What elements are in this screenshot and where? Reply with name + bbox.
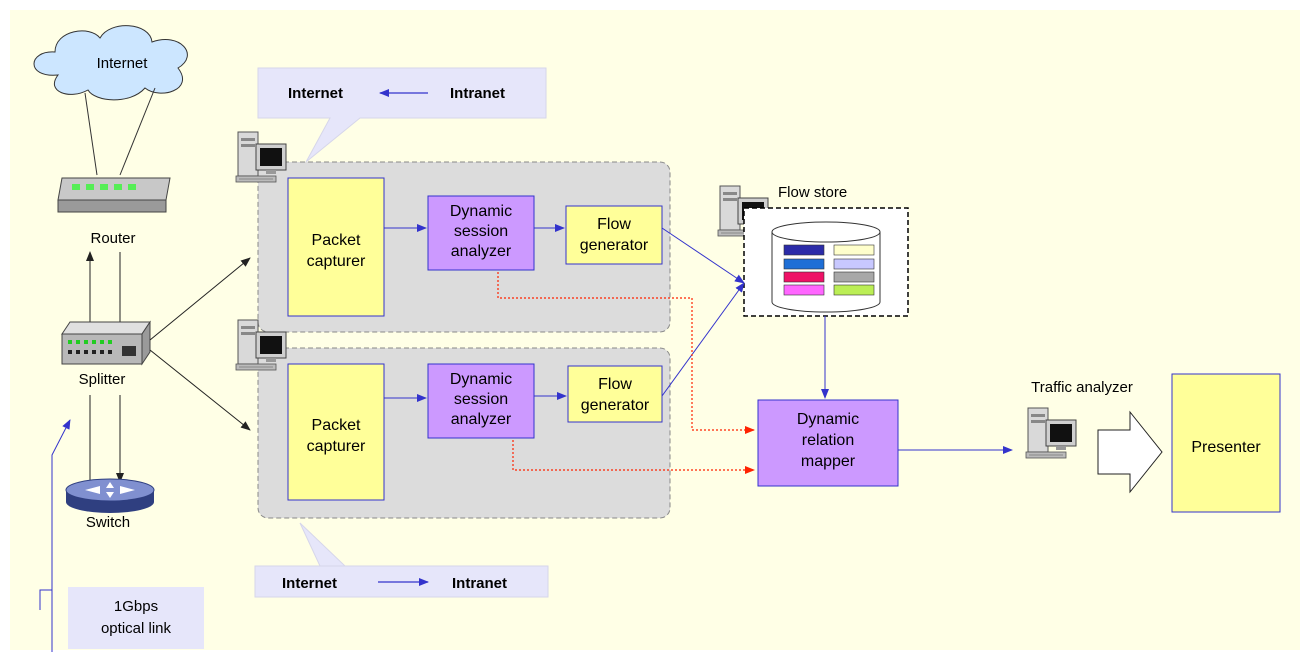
presenter-box: [1171, 373, 1281, 513]
switch-label: Switch: [86, 514, 130, 531]
cloud-icon: [33, 25, 188, 101]
cloud-router-line-right: [119, 87, 156, 176]
splitter-to-pipeline2-arrow: [149, 349, 251, 431]
session-analyzer-2: [427, 363, 535, 439]
callout-bottom: Internet Intranet: [254, 522, 549, 598]
session-analyzer-1-line2: session: [454, 223, 508, 240]
optical-link-note: 1Gbps optical link: [68, 587, 204, 649]
router-label: Router: [90, 230, 135, 247]
packet-capturer-2-line1: Packet: [312, 417, 361, 434]
session-analyzer-2-line2: session: [454, 391, 508, 408]
callout-top-left: Internet: [288, 85, 343, 102]
router-icon: [57, 177, 171, 213]
callout-top-right: Intranet: [450, 85, 505, 102]
generator2-to-store-arrow: [661, 282, 745, 397]
database-icon: [771, 221, 881, 313]
traffic-analyzer-label: Traffic analyzer: [1031, 379, 1133, 396]
session-analyzer-2-line3: analyzer: [451, 411, 512, 428]
packet-capturer-1-line1: Packet: [312, 232, 361, 249]
packet-capturer-1-line2: capturer: [307, 253, 366, 270]
flow-store: Flow store: [717, 184, 909, 317]
internet-label: Internet: [97, 55, 149, 72]
link-label-line1: 1Gbps: [114, 598, 158, 615]
mapper-line3: mapper: [801, 453, 856, 470]
flow-generator-2: [567, 365, 663, 423]
packet-capturer-2-line2: capturer: [307, 438, 366, 455]
session-analyzer-1-line3: analyzer: [451, 243, 512, 260]
relation-mapper: Dynamic relation mapper: [757, 399, 899, 487]
generator1-to-store-arrow: [661, 227, 745, 284]
flow-generator-1: [565, 205, 663, 265]
callout-bottom-right: Intranet: [452, 575, 507, 592]
session-analyzer-1: [427, 195, 535, 271]
presenter-label: Presenter: [1191, 439, 1261, 456]
session-analyzer-2-line1: Dynamic: [450, 371, 512, 388]
presenter: Presenter: [1171, 373, 1281, 513]
analyzer2-to-mapper-dotted: [512, 440, 755, 474]
callout-bottom-left: Internet: [282, 575, 337, 592]
link-label-line2: optical link: [101, 620, 172, 637]
splitter-to-pipeline1-arrow: [149, 257, 251, 341]
packet-capturer-2: [287, 363, 385, 501]
mapper-line1: Dynamic: [797, 411, 859, 428]
packet-capturer-1: [287, 177, 385, 317]
switch-hub-icon: [61, 320, 151, 366]
callout-top: Internet Intranet: [257, 67, 547, 163]
relation-mapper-box: [757, 399, 899, 487]
flow-store-label: Flow store: [778, 184, 847, 201]
splitter-label: Splitter: [79, 371, 126, 388]
analyzer1-to-mapper-dotted: [497, 272, 755, 434]
flow-generator-2-line1: Flow: [598, 376, 632, 393]
internet-cloud: Internet: [33, 25, 188, 101]
cloud-router-line-left: [84, 92, 98, 176]
switch-icon: [65, 478, 155, 513]
flow-generator-2-line2: generator: [581, 397, 650, 414]
flow-generator-1-line2: generator: [580, 237, 649, 254]
pipeline-1: Packet capturer Dynamic session analyzer…: [235, 131, 671, 333]
block-arrow-icon: [1097, 410, 1163, 494]
mapper-line2: relation: [802, 432, 854, 449]
pipeline-2: Packet capturer Dynamic session analyzer…: [235, 319, 671, 519]
session-analyzer-1-line1: Dynamic: [450, 203, 512, 220]
flow-generator-1-line1: Flow: [597, 216, 631, 233]
